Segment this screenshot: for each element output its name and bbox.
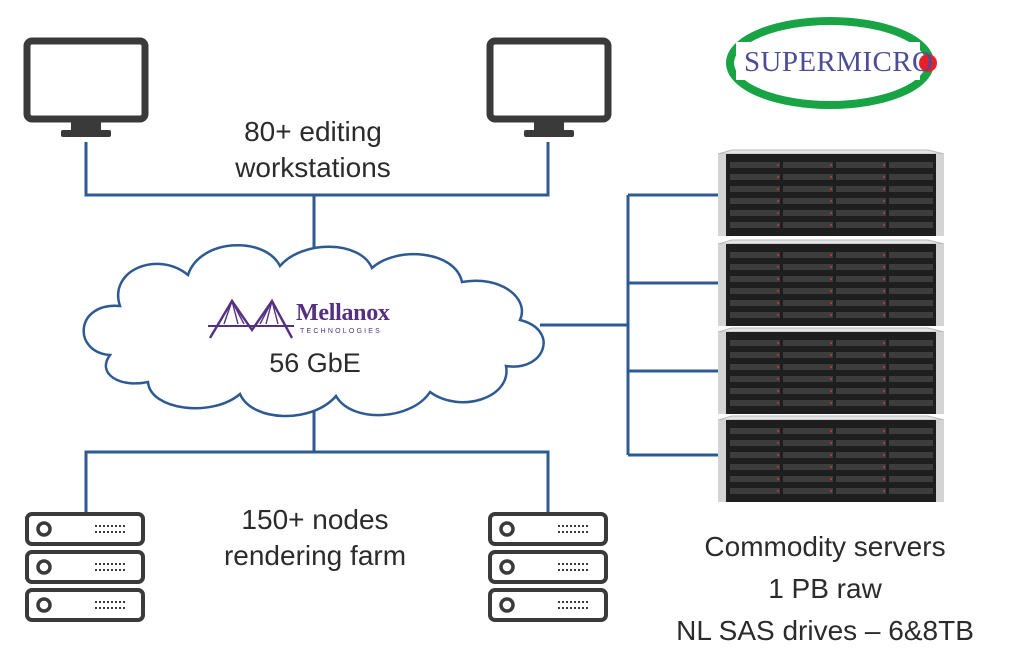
render-farm-label-line1: 150+ nodes (241, 504, 389, 535)
server-stack-icon (25, 512, 145, 622)
workstations-label: 80+ editing workstations (178, 114, 448, 186)
workstations-label-line1: 80+ editing (244, 116, 382, 147)
mellanox-logo-icon (208, 298, 294, 339)
workstation-right (490, 41, 608, 137)
render-farm-label-line2: rendering farm (223, 540, 407, 571)
render-farm-label: 150+ nodes rendering farm (170, 502, 460, 574)
server-stack-icon (488, 512, 608, 622)
network-speed-label: 56 GbE (269, 348, 361, 378)
workstation-bus-line (84, 142, 550, 197)
mellanox-wordmark: Mellanox (296, 300, 390, 326)
farm-bus-line (84, 450, 550, 512)
storage-chassis (718, 150, 944, 236)
cloud-icon (82, 244, 545, 418)
storage-chassis (718, 240, 944, 326)
mellanox-subtitle: TECHNOLOGIES (300, 328, 383, 335)
storage-label-line3: NL SAS drives – 6&8TB (676, 615, 974, 646)
render-node-right (488, 512, 608, 622)
monitor-icon (490, 41, 608, 137)
connector-lines (84, 142, 718, 512)
workstations-label-line2: workstations (235, 152, 391, 183)
supermicro-dot-icon (919, 54, 937, 72)
render-node-left (25, 512, 145, 622)
storage-label-line1: Commodity servers (704, 531, 946, 562)
storage-label-line2: 1 PB raw (768, 573, 882, 604)
storage-chassis (718, 328, 944, 414)
supermicro-logo (726, 17, 937, 109)
storage-servers (718, 150, 944, 502)
supermicro-wordmark: SUPERMICRO (744, 46, 934, 78)
storage-label: Commodity servers 1 PB raw NL SAS drives… (625, 526, 1024, 652)
storage-chassis (718, 416, 944, 502)
monitor-icon (27, 41, 145, 137)
workstation-left (27, 41, 145, 137)
